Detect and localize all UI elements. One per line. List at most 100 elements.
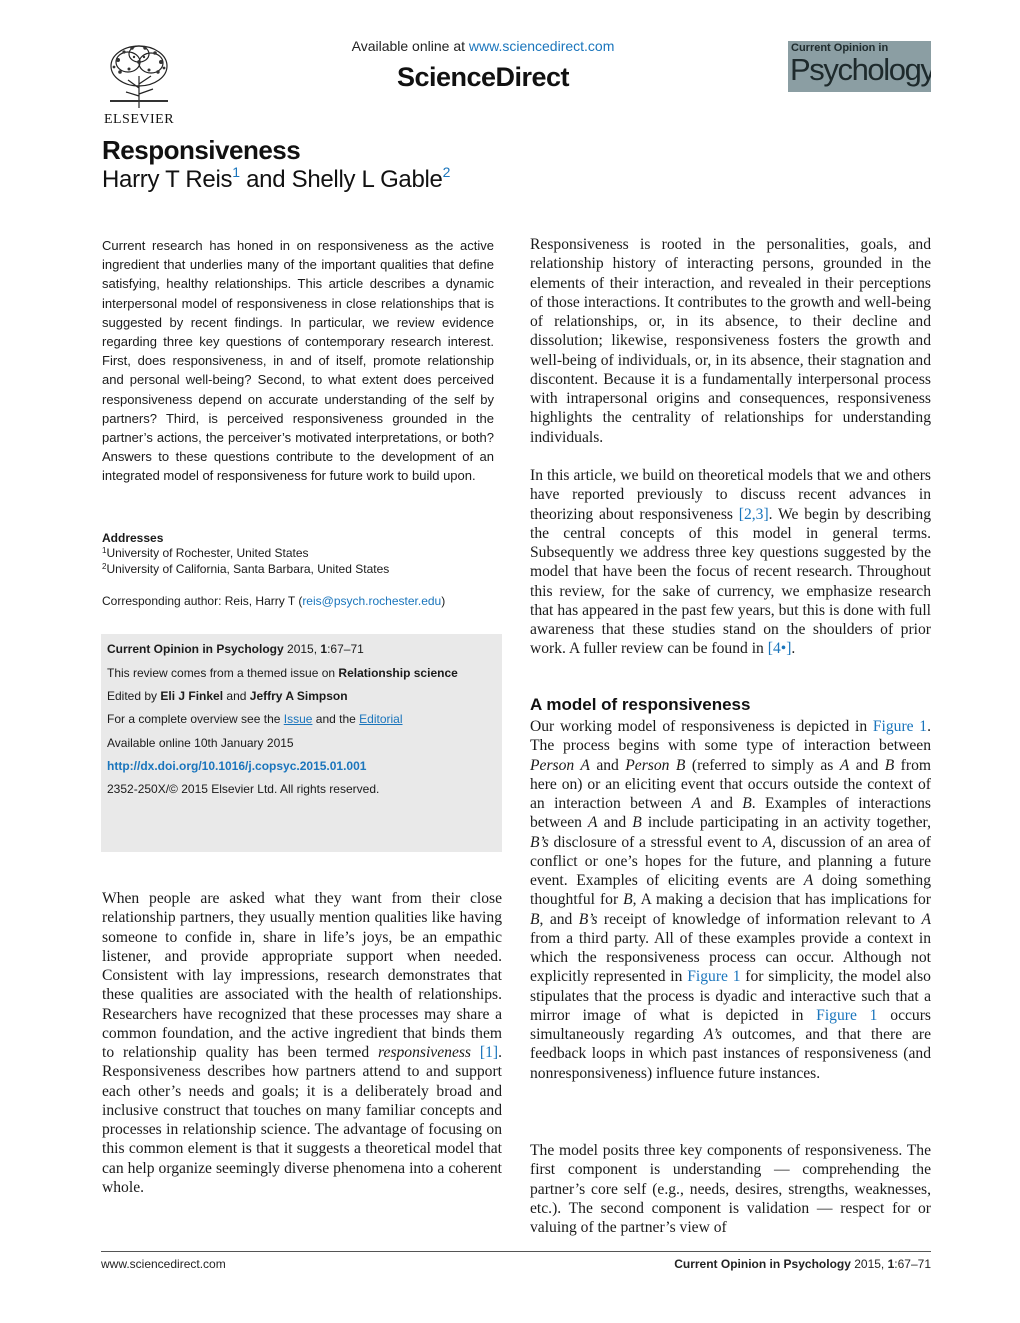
themed-issue-line: This review comes from a themed issue on… — [107, 666, 458, 680]
corresponding-suffix: ) — [441, 594, 446, 608]
footer-divider — [101, 1251, 931, 1252]
address-2: 2University of California, Santa Barbara… — [102, 562, 389, 576]
sciencedirect-link[interactable]: www.sciencedirect.com — [468, 38, 615, 54]
elsevier-tree-icon — [110, 45, 168, 108]
footer-pages: :67–71 — [894, 1257, 931, 1271]
letter-b: B — [742, 795, 752, 812]
model-text: outcomes, and that there are feedback lo… — [530, 1026, 931, 1082]
citation-line: Current Opinion in Psychology 2015, 1:67… — [107, 642, 364, 656]
model-text: . Examples of interactions between — [530, 795, 931, 832]
author-1-affiliation-ref[interactable]: 1 — [232, 164, 240, 180]
copyright-line: 2352-250X/© 2015 Elsevier Ltd. All right… — [107, 782, 380, 796]
intro-text-2: . Responsiveness describes how partners … — [102, 1044, 503, 1196]
address-1: 1University of Rochester, United States — [102, 546, 309, 560]
corresponding-email-link[interactable]: reis@psych.rochester.edu — [302, 594, 442, 608]
model-text: , and — [539, 910, 579, 928]
footer-journal: Current Opinion in Psychology — [674, 1257, 851, 1271]
model-text: occurs simultaneously regarding — [530, 1006, 931, 1043]
model-paragraph: Our working model of responsiveness is d… — [530, 717, 931, 1083]
themed-issue-topic: Relationship science — [338, 666, 458, 680]
citation-pages: :67–71 — [327, 642, 364, 656]
aims-text-1: In this article, we build on theoretical… — [530, 467, 931, 523]
edited-by-prefix: Edited by — [107, 689, 161, 703]
doi-link[interactable]: http://dx.doi.org/10.1016/j.copsyc.2015.… — [107, 759, 367, 773]
editorial-link[interactable]: Editorial — [359, 712, 403, 726]
letter-bs: B’s — [530, 833, 549, 851]
aims-text-2: . We begin by describing the central con… — [530, 505, 931, 658]
issue-link[interactable]: Issue — [283, 712, 313, 726]
publisher-wordmark: ELSEVIER — [103, 112, 175, 127]
footer-volume: 1 — [887, 1257, 895, 1271]
article-title: Responsiveness — [102, 135, 301, 165]
letter-a: A — [921, 910, 931, 928]
section-heading-model: A model of responsiveness — [530, 695, 751, 714]
address-1-text: University of Rochester, United States — [106, 546, 309, 560]
letter-a: A — [691, 795, 701, 812]
figure-1-link[interactable]: Figure 1 — [816, 1006, 878, 1024]
aims-text-3: . — [791, 640, 796, 658]
letter-a: A — [839, 756, 850, 774]
journal-logo-subtitle: Current Opinion in — [791, 42, 889, 54]
overview-and: and the — [312, 712, 360, 726]
footer-citation: Current Opinion in Psychology 2015, 1:67… — [674, 1257, 931, 1271]
address-2-number: 2 — [102, 562, 107, 571]
footer-website-link[interactable]: www.sciencedirect.com — [101, 1257, 226, 1271]
model-text: , discussion of an area of conflict or o… — [530, 833, 931, 890]
author-1: Harry T Reis — [102, 166, 233, 193]
person-a: Person A — [530, 756, 590, 774]
figure-1-link[interactable]: Figure 1 — [687, 968, 741, 986]
citation-year: 2015, — [287, 642, 321, 656]
author-2: and Shelly L Gable — [246, 166, 443, 193]
letter-b: B — [884, 756, 895, 774]
model-text: , A making a decision that has implicati… — [632, 891, 931, 909]
letter-bs: B’s — [578, 910, 598, 928]
letter-b: B — [530, 910, 540, 928]
figure-1-link[interactable]: Figure 1 — [872, 718, 928, 735]
components-paragraph: The model posits three key components of… — [530, 1142, 931, 1236]
overview-line: For a complete overview see the Issue an… — [107, 712, 403, 726]
letter-as: A’s — [703, 1026, 723, 1043]
footer-year: 2015, — [850, 1257, 888, 1271]
elsevier-logo: ELSEVIER — [98, 42, 180, 130]
overview-prefix: For a complete overview see the — [107, 712, 284, 726]
model-text: Our working model of responsiveness is d… — [530, 718, 873, 735]
author-line: Harry T Reis1 and Shelly L Gable2 — [102, 164, 451, 194]
available-online-date: Available online 10th January 2015 — [107, 736, 294, 750]
themed-issue-prefix: This review comes from a themed issue on — [107, 666, 339, 680]
reference-2-3-link[interactable]: [2,3] — [738, 505, 769, 523]
article-info-box: Current Opinion in Psychology 2015, 1:67… — [101, 634, 502, 852]
model-text: and — [597, 814, 633, 832]
model-text: doing something thoughtful for — [530, 872, 931, 909]
journal-name: Current Opinion in Psychology — [107, 642, 284, 656]
abstract: Current research has honed in on respons… — [102, 238, 494, 484]
letter-a: A — [588, 814, 598, 832]
journal-logo-title: Psychology — [790, 52, 931, 87]
model-text: and — [700, 795, 743, 812]
model-text: for simplicity, the model also stipulate… — [530, 968, 931, 1024]
letter-a: A — [762, 833, 773, 851]
address-1-number: 1 — [102, 546, 107, 555]
corresponding-author: Corresponding author: Reis, Harry T (rei… — [102, 594, 445, 608]
addresses-heading: Addresses — [102, 531, 164, 545]
model-text: and — [849, 756, 885, 774]
person-b: Person B — [625, 756, 686, 774]
author-2-affiliation-ref[interactable]: 2 — [442, 164, 451, 180]
model-text: from a third party. All of these example… — [530, 929, 931, 986]
intro-text-1: When people are asked what they want fro… — [102, 890, 502, 1061]
reference-1-link[interactable]: [1] — [479, 1044, 499, 1061]
reference-4-link[interactable]: [4•] — [767, 640, 792, 658]
model-text: from here on) or an eliciting event that… — [530, 756, 931, 813]
editor-2: Jeffry A Simpson — [249, 689, 348, 703]
editors-line: Edited by Eli J Finkel and Jeffry A Simp… — [107, 689, 348, 703]
available-prefix: Available online at — [351, 38, 465, 54]
article-aims-paragraph: In this article, we build on theoretical… — [530, 466, 931, 659]
model-text: include participating in an activity tog… — [641, 814, 931, 832]
address-2-text: University of California, Santa Barbara,… — [106, 562, 390, 576]
model-text: (referred to simply as — [685, 756, 840, 774]
model-text: and — [589, 756, 626, 774]
available-online-line: Available online at www.sciencedirect.co… — [0, 38, 966, 54]
corresponding-prefix: Corresponding author: Reis, Harry T ( — [102, 594, 303, 608]
rooted-paragraph: Responsiveness is rooted in the personal… — [530, 236, 932, 446]
letter-b: B — [623, 891, 633, 909]
responsiveness-term: responsiveness — [378, 1044, 471, 1061]
